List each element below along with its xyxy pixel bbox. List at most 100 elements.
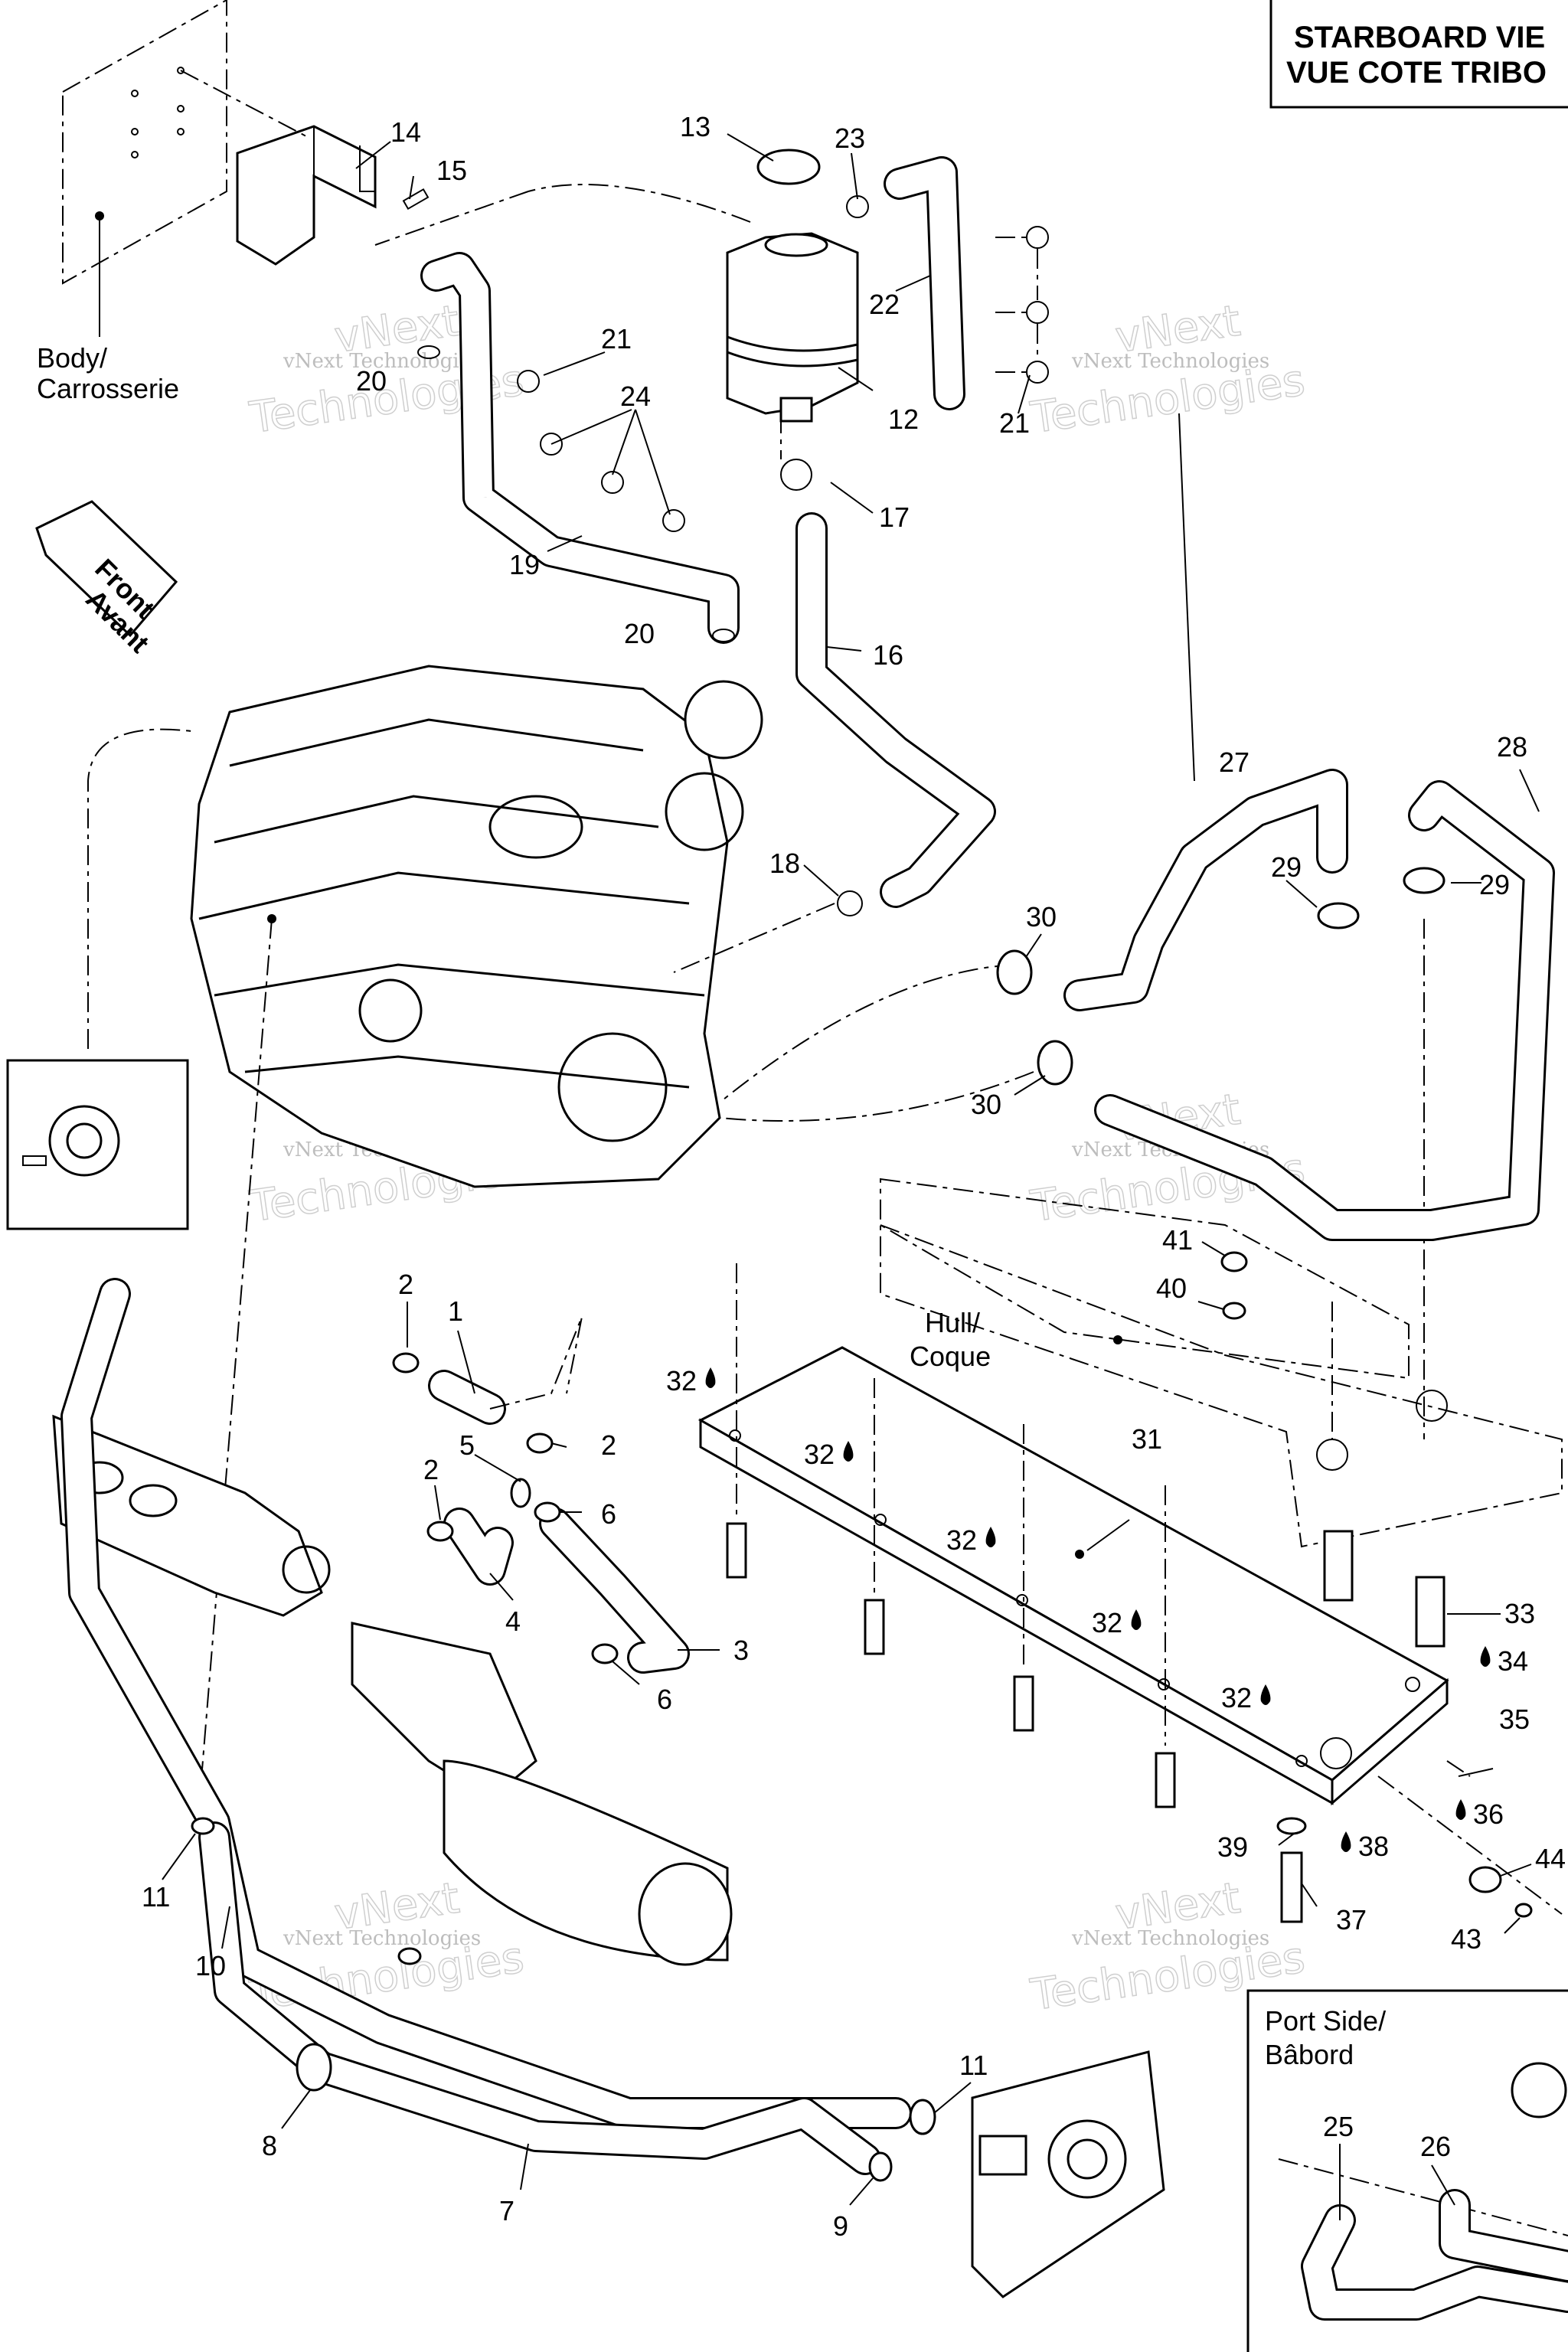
- jet-pump-housing: [971, 2050, 1165, 2298]
- inset-pump-box: [6, 1059, 189, 1230]
- callout-21: 21: [999, 407, 1030, 439]
- bracket-14: [180, 70, 430, 266]
- drop-icon: [1455, 1799, 1466, 1820]
- port-label-line2: Bâbord: [1265, 2039, 1354, 2070]
- clamp-group-29-30: [996, 867, 1446, 1086]
- washer-40: [1220, 1251, 1248, 1320]
- hull-platform: Hull/ Coque: [880, 1178, 1563, 1548]
- callout-10: 10: [195, 1950, 226, 1981]
- callout-29: 29: [1271, 851, 1302, 883]
- hull-label-line1: Hull/: [925, 1307, 980, 1338]
- callout-1: 1: [448, 1295, 463, 1327]
- engine-block: [190, 665, 763, 1188]
- hose-7: [198, 1821, 881, 2175]
- vent-hose-22: [884, 156, 965, 410]
- callout-38: 38: [1358, 1831, 1389, 1862]
- callout-2: 2: [423, 1454, 439, 1485]
- watermark-text: vNext Technologies: [1071, 1927, 1269, 1950]
- callout-20: 20: [624, 618, 655, 649]
- hose-27: [1063, 769, 1348, 1011]
- watermark-text: vNext Technologies: [283, 1927, 481, 1950]
- callout-21: 21: [601, 323, 632, 354]
- port-label-line1: Port Side/: [1265, 2005, 1386, 2037]
- callout-32: 32: [804, 1439, 835, 1470]
- hose-4: [443, 1508, 514, 1586]
- leader-lines: [162, 133, 1540, 2206]
- callout-13: 13: [680, 111, 710, 142]
- view-title-line2: VUE COTE TRIBO: [1286, 56, 1547, 90]
- grommet-44: [1377, 1760, 1563, 1918]
- drop-icon: [1341, 1831, 1351, 1852]
- callout-29: 29: [1479, 869, 1510, 900]
- watermark-text: vNext Technologies: [283, 350, 481, 373]
- callout-37: 37: [1336, 1904, 1367, 1936]
- callout-8: 8: [262, 2130, 277, 2161]
- callout-6: 6: [601, 1498, 616, 1530]
- callout-43: 43: [1451, 1923, 1481, 1955]
- callout-36: 36: [1473, 1798, 1504, 1830]
- callout-26: 26: [1420, 2131, 1451, 2162]
- port-side-inset: Port Side/ Bâbord: [1246, 1989, 1568, 2352]
- dashed-routing: [87, 184, 1425, 1808]
- drop-icon: [1131, 1609, 1142, 1630]
- tank-cap-13: [756, 149, 821, 185]
- callout-44: 44: [1535, 1843, 1566, 1874]
- cooling-plate-31: [697, 1346, 1449, 1806]
- drop-icon: [705, 1367, 716, 1388]
- drop-icon: [843, 1441, 854, 1462]
- callout-30: 30: [1026, 901, 1057, 933]
- callout-11: 11: [959, 2050, 988, 2081]
- callout-6: 6: [657, 1684, 672, 1715]
- muffler: [351, 1622, 733, 1966]
- hose-3: [539, 1508, 690, 1674]
- fitting-33: [1323, 1530, 1446, 1648]
- callout-33: 33: [1504, 1598, 1535, 1629]
- screw-15: [402, 188, 430, 211]
- view-title-box: STARBOARD VIE VUE COTE TRIBO: [1269, 0, 1568, 109]
- coolant-tank-12: [726, 149, 859, 423]
- front-arrow: Front Avant: [35, 500, 178, 658]
- callout-40: 40: [1156, 1272, 1187, 1304]
- callout-22: 22: [869, 289, 900, 320]
- callout-34: 34: [1498, 1645, 1528, 1677]
- hose-19: [417, 252, 740, 644]
- callout-2: 2: [398, 1269, 413, 1300]
- callout-18: 18: [769, 848, 800, 879]
- callout-31: 31: [1132, 1423, 1162, 1455]
- hose-28: [1094, 780, 1555, 1241]
- body-label-line2: Carrosserie: [37, 373, 179, 404]
- callout-15: 15: [436, 155, 467, 186]
- drop-icon: [1480, 1646, 1491, 1667]
- callout-14: 14: [390, 116, 421, 148]
- clamp-group-24: [540, 433, 685, 532]
- callout-9: 9: [833, 2210, 848, 2242]
- hose-1: [428, 1316, 583, 1425]
- callout-35: 35: [1499, 1704, 1530, 1735]
- callout-24: 24: [620, 381, 651, 412]
- screw-group-32: [726, 1263, 1176, 1808]
- body-label-line1: Body/: [37, 342, 107, 374]
- body-panel: Body/ Carrosserie: [37, 0, 227, 404]
- callout-39: 39: [1217, 1831, 1248, 1863]
- drop-icon: [1260, 1684, 1271, 1705]
- callout-32: 32: [1221, 1682, 1252, 1713]
- callout-11: 11: [142, 1881, 170, 1913]
- clamp-group-9-11: [191, 1817, 936, 2182]
- watermark-text: vNext Technologies: [1071, 350, 1269, 373]
- callout-23: 23: [835, 122, 865, 154]
- callout-2: 2: [601, 1429, 616, 1461]
- callout-32: 32: [666, 1365, 697, 1396]
- callout-19: 19: [509, 549, 540, 580]
- callout-32: 32: [946, 1524, 977, 1556]
- callout-17: 17: [879, 501, 910, 533]
- callout-16: 16: [873, 639, 903, 671]
- screw-37: [1276, 1817, 1307, 1923]
- callout-32-sealant: 32 32 32 32 32: [666, 1365, 1271, 1713]
- callout-20: 20: [356, 365, 387, 397]
- hose-16: [780, 459, 996, 916]
- callout-30: 30: [971, 1089, 1001, 1120]
- callout-5: 5: [459, 1429, 475, 1461]
- drop-icon: [985, 1527, 996, 1547]
- callout-7: 7: [499, 2195, 514, 2226]
